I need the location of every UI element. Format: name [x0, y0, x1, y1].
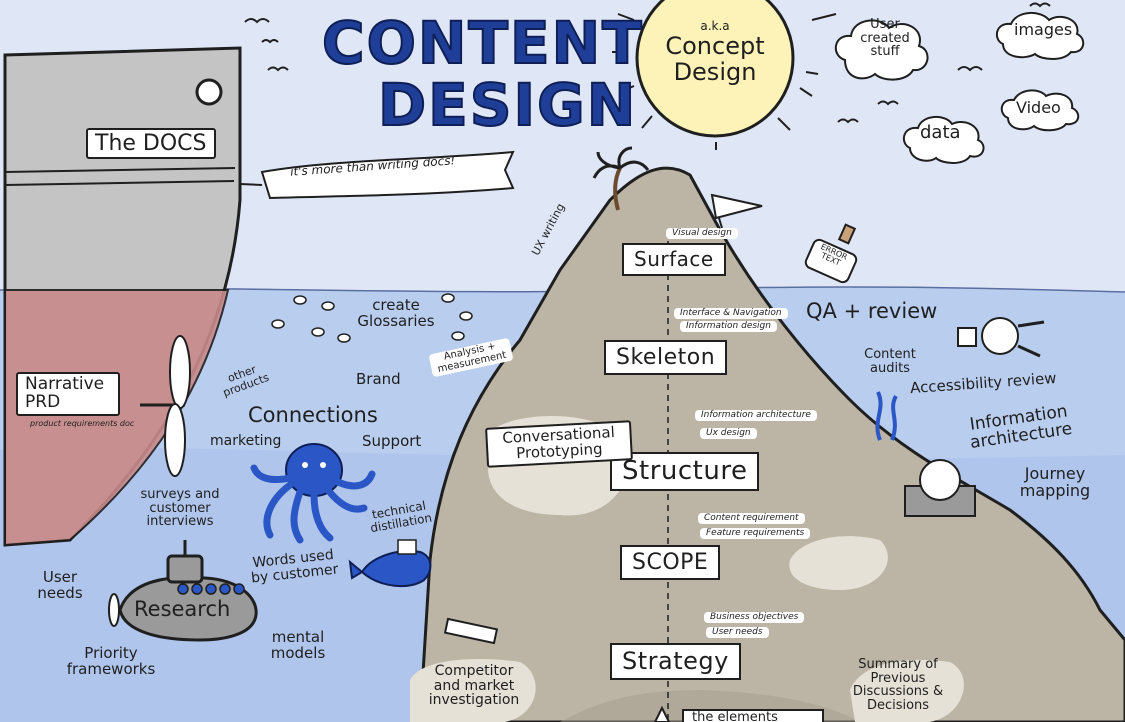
note-content-requirements: Content requirement: [698, 513, 805, 525]
note-interface-navigation: Interface & Navigation: [674, 308, 788, 320]
blank-patch: [789, 536, 888, 590]
layer-surface: Surface: [622, 243, 726, 276]
note-user-needs: User needs: [706, 627, 769, 639]
cloud-video: Video: [1016, 98, 1061, 117]
label-summary: Summary of Previous Discussions & Decisi…: [852, 657, 944, 713]
banner: [260, 150, 515, 200]
label-surveys: surveys and customer interviews: [140, 487, 220, 530]
flag: [710, 193, 763, 229]
narrative-prd-label: Narrative PRD: [16, 372, 120, 416]
label-mental-models: mental models: [270, 628, 326, 662]
sun: [635, 0, 795, 138]
label-journey-mapping: Journey mapping: [1019, 464, 1091, 500]
palm-tree: [592, 146, 650, 211]
dome-base: [904, 459, 976, 517]
label-support: Support: [362, 432, 422, 450]
prd-note: product requirements doc: [30, 419, 135, 428]
label-connections: Connections: [248, 403, 378, 427]
layer-scope: SCOPE: [620, 545, 721, 581]
label-create-glossaries: create Glossaries: [357, 296, 435, 330]
whale: [348, 539, 432, 588]
propeller-blade-bottom: [164, 403, 186, 477]
ship-stripes: [4, 167, 236, 186]
label-marketing: marketing: [210, 433, 282, 449]
cloud-images: images: [1014, 20, 1073, 39]
porthole: [195, 78, 223, 106]
sun-rays: [612, 13, 837, 150]
submarine: [108, 540, 258, 642]
label-content-audits: Content audits: [864, 347, 916, 376]
note-ux-design: Ux design: [700, 428, 757, 440]
label-user-needs: User needs: [37, 568, 83, 602]
label-conversational-prototyping: Conversational Prototyping: [485, 420, 633, 468]
summary-patch: [850, 659, 964, 722]
note-information-architecture: Information architecture: [695, 410, 817, 422]
competitor-patch: [410, 659, 536, 722]
octopus: [250, 443, 376, 544]
title-line-2: DESIGN: [377, 71, 638, 139]
note-elements: the elements: [692, 710, 778, 722]
iceberg-rock: [418, 166, 1125, 722]
seaweed: [875, 391, 898, 441]
title-line-1: CONTENT: [321, 9, 644, 77]
up-arrow-icon: [653, 705, 671, 722]
note-visual-design: Visual design: [666, 228, 738, 240]
sun-line-1: Concept: [665, 32, 765, 60]
elements-box: [682, 709, 824, 722]
cloud-user-created: User created stuff: [860, 17, 910, 60]
sun-line-2: Design: [673, 58, 757, 86]
label-brand: Brand: [356, 370, 401, 388]
label-priority-frameworks: Priority frameworks: [66, 644, 156, 678]
lighthouse: [443, 617, 499, 645]
diver: [957, 317, 1045, 358]
label-qa-review: QA + review: [806, 299, 938, 323]
propeller-blade-top: [169, 335, 191, 409]
clouds: [835, 12, 1085, 164]
note-business-objectives: Business objectives: [704, 612, 805, 624]
the-docs-label: The DOCS: [86, 128, 216, 160]
note-feature-requirements: Feature requirements: [700, 528, 811, 540]
error-bottle: [804, 223, 858, 284]
layer-strategy: Strategy: [610, 643, 741, 681]
label-research: Research: [134, 597, 231, 621]
note-information-design: Information design: [680, 321, 777, 333]
layer-skeleton: Skeleton: [604, 340, 728, 376]
fish-school: [271, 293, 473, 343]
birds: [244, 2, 1051, 124]
layer-structure: Structure: [610, 452, 760, 492]
label-competitor: Competitor and market investigation: [428, 663, 520, 709]
banner-rope: [239, 183, 263, 186]
sun-aka: a.k.a: [700, 19, 730, 33]
cloud-data: data: [920, 122, 961, 143]
